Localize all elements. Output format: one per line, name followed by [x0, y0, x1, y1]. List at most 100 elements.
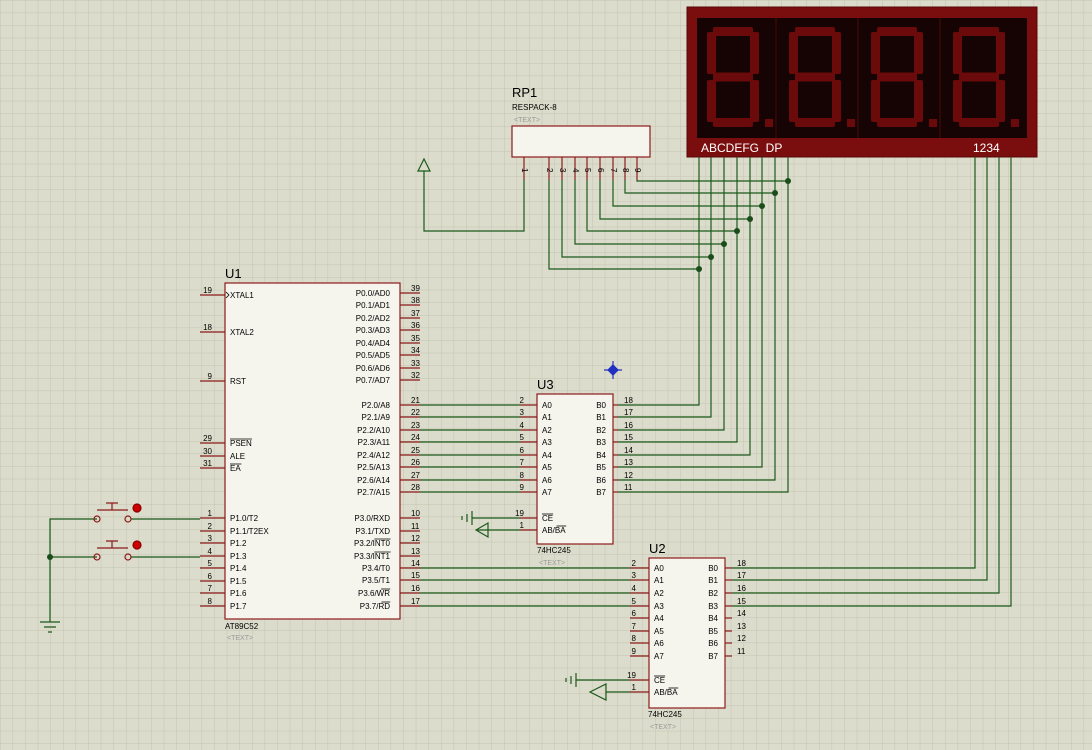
u1-pin-label: P0.2/AD2 — [356, 314, 391, 323]
rp1-pin-number: 7 — [609, 168, 618, 173]
u2-pin-label: B2 — [708, 589, 718, 598]
digit-1 — [707, 27, 773, 127]
button-actuator — [97, 502, 128, 511]
u2-pin-label: B7 — [708, 652, 718, 661]
rp1-pin-number: 5 — [583, 168, 592, 173]
wire-p2-u3 — [420, 404, 520, 493]
u1-microcontroller[interactable]: U1 AT89C52 <TEXT> 19XTAL118XTAL29RST29PS… — [200, 266, 420, 642]
u3-bus-transceiver[interactable]: U3 74HC245 <TEXT> 2A03A14A25A36A47A58A69… — [515, 377, 633, 567]
wire-rp1-seg — [548, 180, 788, 270]
u1-pin-label: P1.6 — [230, 589, 247, 598]
u3-pin-number: 13 — [624, 458, 633, 467]
u1-pin-number: 6 — [208, 572, 213, 581]
u2-pin-number: 16 — [737, 584, 746, 593]
u3-pin-number: 16 — [624, 421, 633, 430]
u1-pin-label: P0.0/AD0 — [356, 289, 391, 298]
u1-ref: U1 — [225, 266, 242, 281]
u3-pin-label: A3 — [542, 438, 552, 447]
u1-pin-label: P0.5/AD5 — [356, 351, 391, 360]
u1-pin-label: P2.3/A11 — [358, 438, 391, 447]
u1-pin-number: 2 — [208, 522, 213, 531]
u3-pin-number: 5 — [520, 433, 525, 442]
u3-body — [536, 393, 614, 545]
u1-pin-number: 1 — [208, 509, 213, 518]
u2-value: 74HC245 — [648, 710, 682, 719]
u2-pin-label: A0 — [654, 564, 664, 573]
u2-pin-number: 6 — [632, 609, 637, 618]
u1-pin-label: P1.7 — [230, 602, 247, 611]
u3-pin-number: 12 — [624, 471, 633, 480]
u3-pin-number: 3 — [520, 408, 525, 417]
u2-pin-number: 4 — [632, 584, 637, 593]
digit-segment — [713, 72, 753, 82]
push-buttons[interactable] — [93, 502, 142, 561]
u3-text: <TEXT> — [539, 560, 565, 567]
wire-u3-seg — [618, 157, 789, 493]
seven-segment-display[interactable]: ABCDEFG DP 1234 — [686, 6, 1038, 158]
junction — [734, 228, 740, 234]
u2-text: <TEXT> — [650, 724, 676, 731]
u1-pin-number: 3 — [208, 534, 213, 543]
digit-segment — [877, 118, 917, 127]
u1-pin-number: 21 — [411, 396, 420, 405]
u1-pin-number: 31 — [203, 459, 212, 468]
u1-pin-number: 8 — [208, 597, 213, 606]
junction — [759, 203, 765, 209]
u1-pin-number: 37 — [411, 309, 420, 318]
rp1-pin-number: 4 — [571, 168, 580, 173]
u2-pin-number: 3 — [632, 571, 637, 580]
push-button-1[interactable] — [93, 502, 142, 523]
junction — [772, 190, 778, 196]
u1-pin-label: RST — [230, 377, 246, 386]
digit-segment — [832, 80, 841, 122]
digit-segment — [959, 72, 999, 82]
junction — [708, 254, 714, 260]
u3-pin-number: 17 — [624, 408, 633, 417]
u1-pin-label: EA — [230, 464, 241, 473]
u2-pin-number: 9 — [632, 647, 637, 656]
u1-pin-label: XTAL1 — [230, 291, 254, 300]
wire-u2-ctrl — [576, 679, 630, 693]
u2-pin-label: B4 — [708, 614, 718, 623]
u2-pin-number: 17 — [737, 571, 746, 580]
u1-pin-label: P1.5 — [230, 577, 247, 586]
junction — [785, 178, 791, 184]
u1-pin-number: 24 — [411, 433, 420, 442]
rp1-ref: RP1 — [512, 85, 537, 100]
junction — [747, 216, 753, 222]
u3-pin-number: 9 — [520, 483, 525, 492]
u1-pin-label: P0.7/AD7 — [356, 376, 391, 385]
u1-pin-label: P3.1/TXD — [355, 527, 390, 536]
u2-body — [648, 557, 726, 709]
u2-bus-transceiver[interactable]: U2 74HC245 <TEXT> 2A03A14A25A36A47A58A69… — [627, 541, 746, 731]
u2-pin-number: 1 — [632, 683, 637, 692]
junction — [721, 241, 727, 247]
digit-segment — [750, 80, 759, 122]
u3-pin-label: A6 — [542, 476, 552, 485]
u2-pin-label: A2 — [654, 589, 664, 598]
u1-pin-number: 38 — [411, 296, 420, 305]
ground-icon — [40, 621, 60, 633]
digit-segment — [795, 72, 835, 82]
u3-ref: U3 — [537, 377, 554, 392]
ground-triangle-icon — [474, 521, 489, 539]
u1-pin-number: 15 — [411, 571, 420, 580]
u3-pins: 2A03A14A25A36A47A58A69A719CE1AB/BA18B017… — [515, 396, 633, 535]
u2-pin-number: 12 — [737, 634, 746, 643]
u2-pin-label: B6 — [708, 639, 718, 648]
u1-pin-label: P0.1/AD1 — [356, 301, 391, 310]
u1-pin-number: 35 — [411, 334, 420, 343]
u1-pin-label: P1.1/T2EX — [230, 527, 269, 536]
u1-body — [224, 282, 401, 620]
digit-segment — [789, 32, 798, 74]
u1-pin-number: 28 — [411, 483, 420, 492]
button-contact — [93, 553, 101, 561]
u3-pin-number: 18 — [624, 396, 633, 405]
u1-pin-number: 30 — [203, 447, 212, 456]
digit-decimal-point — [929, 119, 937, 127]
u2-pin-label: A1 — [654, 576, 664, 585]
push-button-2[interactable] — [93, 540, 142, 561]
u1-pin-number: 27 — [411, 471, 420, 480]
